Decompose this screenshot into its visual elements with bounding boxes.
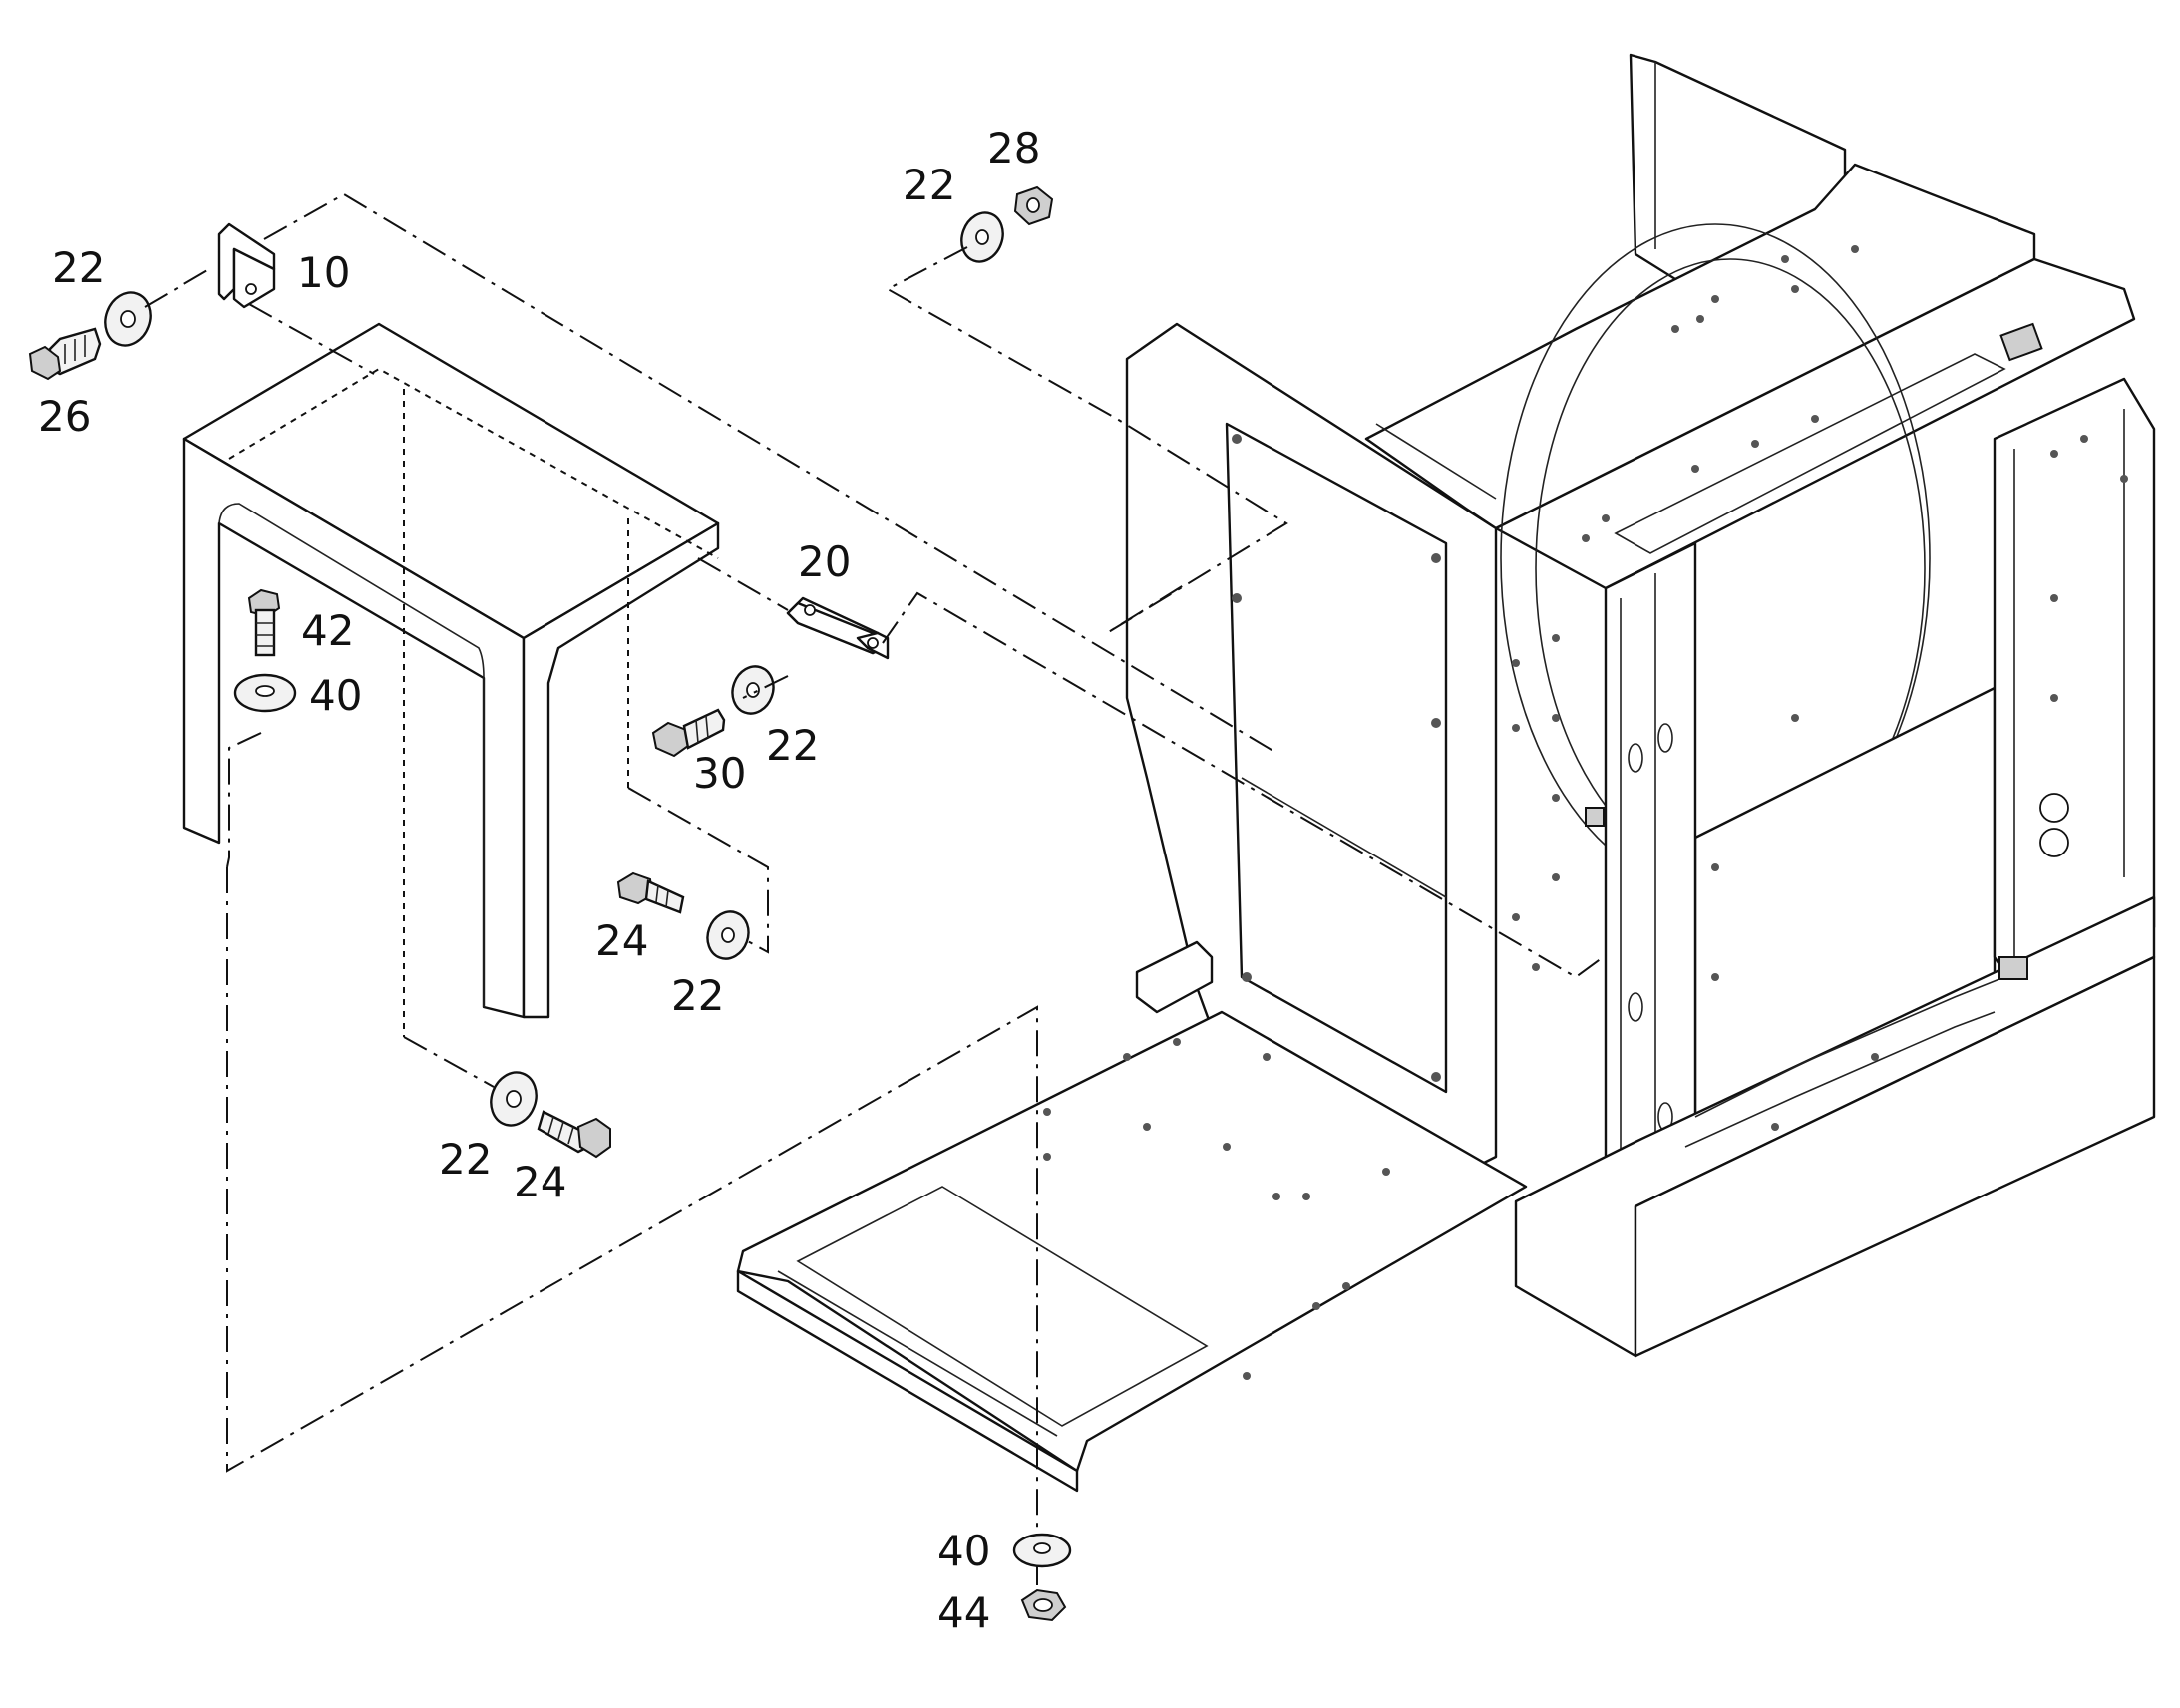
callout-22-top: 22: [903, 161, 955, 209]
callout-44: 44: [937, 1588, 990, 1637]
washer-22-top: [960, 211, 1004, 263]
callout-28: 28: [987, 124, 1040, 172]
bolt-24-center: [616, 871, 685, 914]
callout-20: 20: [798, 537, 851, 586]
callout-22-mid: 22: [766, 721, 819, 770]
bolt-26: [28, 327, 102, 381]
washer-22-center: [706, 910, 750, 960]
washer-22-bottom: [490, 1071, 538, 1127]
callout-22-center: 22: [671, 971, 724, 1020]
callout-40-left: 40: [309, 671, 362, 720]
callout-26: 26: [38, 392, 91, 441]
callout-10: 10: [297, 248, 350, 297]
nut-44: [1020, 1588, 1067, 1622]
callout-30: 30: [693, 749, 746, 798]
main-frame: [1364, 53, 2156, 1358]
callout-24-center: 24: [595, 916, 648, 965]
washer-40-bottom: [1012, 1533, 1072, 1568]
washer-22-top-left: [104, 291, 152, 347]
callout-22-bottom: 22: [439, 1135, 492, 1184]
leader-lines: [144, 192, 1607, 1585]
washer-40-left: [233, 673, 297, 713]
cover-shield: [182, 322, 720, 1037]
nut-28: [1013, 185, 1054, 226]
bolt-24-bottom: [537, 1110, 611, 1159]
callout-40-bottom: 40: [937, 1527, 990, 1575]
callout-labels: 28 22 22 10 26 20 42 40 22 30 24 22 22 2…: [38, 124, 1040, 1637]
callout-24-bottom: 24: [514, 1158, 566, 1206]
callout-42: 42: [301, 606, 354, 655]
floor-plate: [736, 1010, 1528, 1493]
callout-22-left: 22: [52, 243, 105, 292]
washer-22-mid: [731, 665, 775, 715]
bolt-30: [651, 708, 726, 758]
bracket-10: [217, 222, 276, 309]
bracket-20: [786, 596, 890, 660]
bolt-42: [247, 588, 281, 657]
